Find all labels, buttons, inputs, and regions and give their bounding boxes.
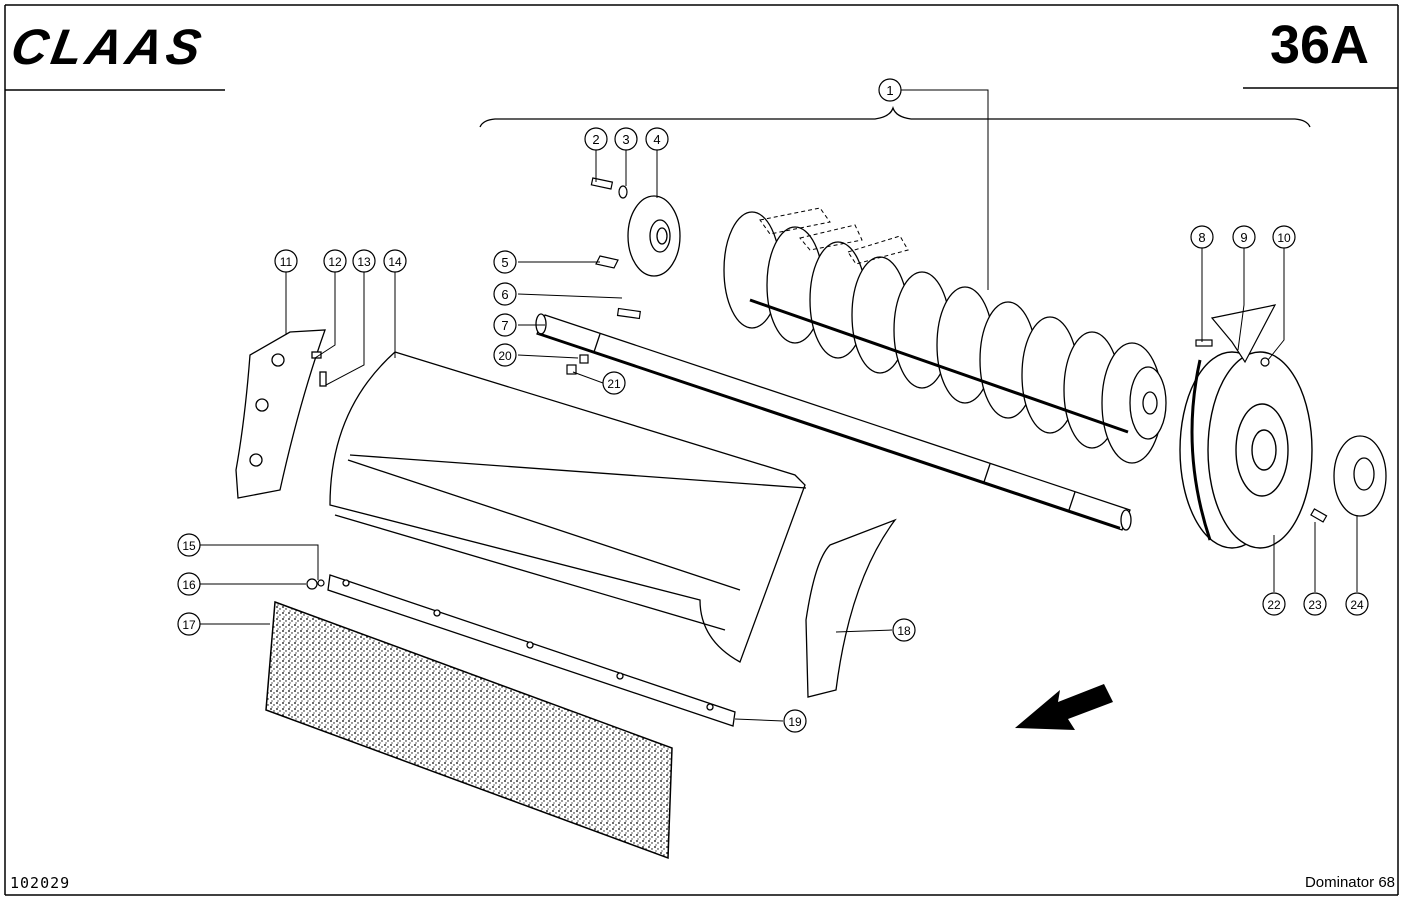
callout-label: 23 xyxy=(1308,598,1322,612)
callout-label: 3 xyxy=(622,132,629,147)
callout-label: 1 xyxy=(886,83,893,98)
side-plate-left xyxy=(235,329,327,499)
callout-label: 14 xyxy=(388,255,402,269)
callout-label: 15 xyxy=(182,539,196,553)
callout-label: 21 xyxy=(607,377,621,391)
callout-21: 21 xyxy=(602,371,626,395)
assembly-bracket xyxy=(479,105,1311,128)
callout-1: 1 xyxy=(878,78,902,102)
callout-label: 24 xyxy=(1350,598,1364,612)
brand-logo: CLAAS xyxy=(7,19,210,75)
sheet-frame xyxy=(4,4,1399,896)
callout-label: 5 xyxy=(501,255,508,270)
callout-label: 19 xyxy=(788,715,802,729)
bolt-and-washer xyxy=(590,177,628,269)
bolt-small xyxy=(306,578,325,590)
callout-18: 18 xyxy=(892,618,916,642)
drive-disc xyxy=(1179,351,1313,549)
callout-14: 14 xyxy=(383,249,407,273)
callout-10: 10 xyxy=(1272,225,1296,249)
callout-5: 5 xyxy=(493,250,517,274)
callout-22: 22 xyxy=(1262,592,1286,616)
hub-flange xyxy=(1333,435,1387,517)
callout-4: 4 xyxy=(645,127,669,151)
callout-13: 13 xyxy=(352,249,376,273)
auger-trough xyxy=(329,351,807,663)
drawing-number: 102029 xyxy=(10,874,71,892)
leader-lines xyxy=(200,89,1358,722)
callout-label: 18 xyxy=(897,624,911,638)
drive-shaft xyxy=(535,313,1132,531)
callout-label: 7 xyxy=(501,318,508,333)
key xyxy=(616,307,641,320)
side-plate-right xyxy=(805,518,897,698)
model-name: Dominator 68 xyxy=(1304,874,1395,891)
clamp-strip xyxy=(327,574,736,727)
callout-11: 11 xyxy=(274,249,298,273)
callout-9: 9 xyxy=(1232,225,1256,249)
callout-3: 3 xyxy=(614,127,638,151)
disc-rim-shading xyxy=(1190,359,1212,541)
callout-label: 17 xyxy=(182,618,196,632)
callout-12: 12 xyxy=(323,249,347,273)
cover-plate xyxy=(1195,304,1328,523)
callout-label: 4 xyxy=(653,132,660,147)
callout-15: 15 xyxy=(177,533,201,557)
callout-20: 20 xyxy=(493,343,517,367)
callout-8: 8 xyxy=(1190,225,1214,249)
callout-label: 10 xyxy=(1277,231,1291,245)
callout-label: 8 xyxy=(1198,230,1205,245)
auger-tube-shading xyxy=(749,298,1129,434)
callout-label: 9 xyxy=(1240,230,1247,245)
page-number: 36A xyxy=(1269,15,1369,75)
auger-flights xyxy=(723,211,1167,464)
direction-arrow-icon xyxy=(1015,684,1113,730)
callout-label: 6 xyxy=(501,287,508,302)
callout-label: 16 xyxy=(182,578,196,592)
callout-label: 20 xyxy=(498,349,512,363)
bearing-flange xyxy=(627,195,681,277)
callout-17: 17 xyxy=(177,612,201,636)
callout-16: 16 xyxy=(177,572,201,596)
callout-label: 13 xyxy=(357,255,371,269)
callout-label: 11 xyxy=(280,255,293,269)
callout-7: 7 xyxy=(493,313,517,337)
rubber-strip xyxy=(265,600,673,860)
auger-finger-guides xyxy=(759,207,909,265)
shaft-shading xyxy=(539,332,1121,530)
callout-label: 12 xyxy=(328,255,342,269)
callout-label: 2 xyxy=(592,132,599,147)
callout-19: 19 xyxy=(783,709,807,733)
callout-23: 23 xyxy=(1303,592,1327,616)
callout-24: 24 xyxy=(1345,592,1369,616)
callout-2: 2 xyxy=(584,127,608,151)
callout-label: 22 xyxy=(1267,598,1281,612)
callout-6: 6 xyxy=(493,282,517,306)
nuts xyxy=(566,354,589,375)
